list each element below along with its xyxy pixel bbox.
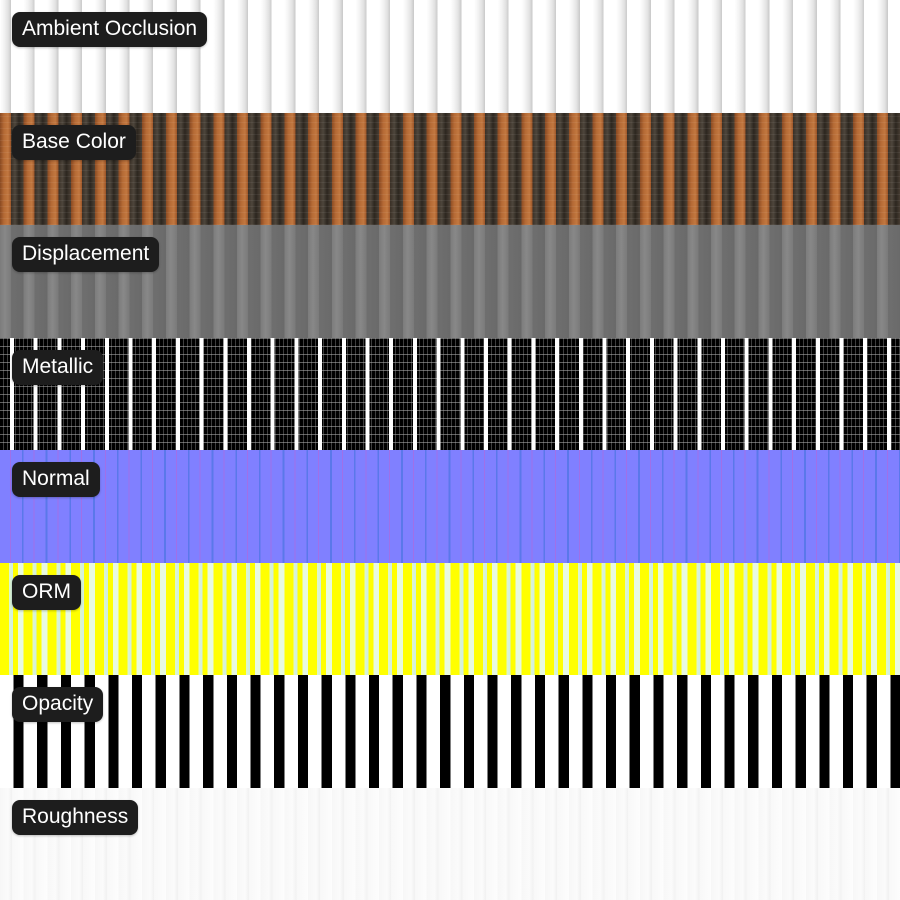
map-label-orm: ORM	[12, 574, 81, 610]
map-band-opacity: Opacity	[0, 675, 900, 788]
map-label-ambient-occlusion: Ambient Occlusion	[12, 12, 208, 47]
map-label-roughness: Roughness	[12, 799, 139, 835]
map-band-ambient-occlusion: Ambient Occlusion	[0, 0, 900, 113]
map-band-base-color: Base Color	[0, 112, 900, 225]
roughness-texture	[0, 787, 900, 900]
map-band-roughness: Roughness	[0, 787, 900, 900]
map-label-metallic: Metallic	[12, 349, 104, 385]
map-band-metallic: Metallic	[0, 337, 900, 450]
map-label-displacement: Displacement	[12, 237, 160, 272]
map-label-normal: Normal	[12, 462, 100, 497]
map-band-displacement: Displacement	[0, 225, 900, 338]
map-band-normal: Normal	[0, 450, 900, 563]
normal-texture	[0, 450, 900, 563]
opacity-texture	[0, 675, 900, 788]
metallic-texture	[0, 337, 900, 450]
map-label-opacity: Opacity	[12, 687, 104, 722]
map-label-base-color: Base Color	[12, 124, 136, 160]
map-band-orm: ORM	[0, 562, 900, 675]
base-color-texture	[0, 112, 900, 225]
orm-texture	[0, 562, 900, 675]
